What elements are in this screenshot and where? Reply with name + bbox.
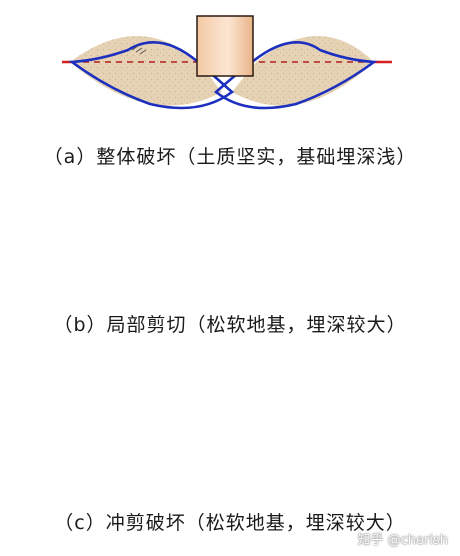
soil-wedge-left (70, 36, 222, 106)
soil-wedge-right (232, 36, 374, 106)
heave-mark (131, 45, 147, 55)
watermark: 知乎 @cherish (357, 533, 449, 548)
footing-a (196, 15, 254, 77)
caption-b: （b）局部剪切（松软地基，埋深较大） (53, 314, 407, 336)
caption-c: （c）冲剪破坏（松软地基，埋深较大） (54, 512, 406, 534)
caption-a: （a）整体破坏（土质坚实，基础埋深浅） (43, 146, 417, 168)
slip-surface-right (213, 41, 378, 110)
slip-surface-left (68, 41, 235, 110)
diagram-a (62, 15, 392, 110)
